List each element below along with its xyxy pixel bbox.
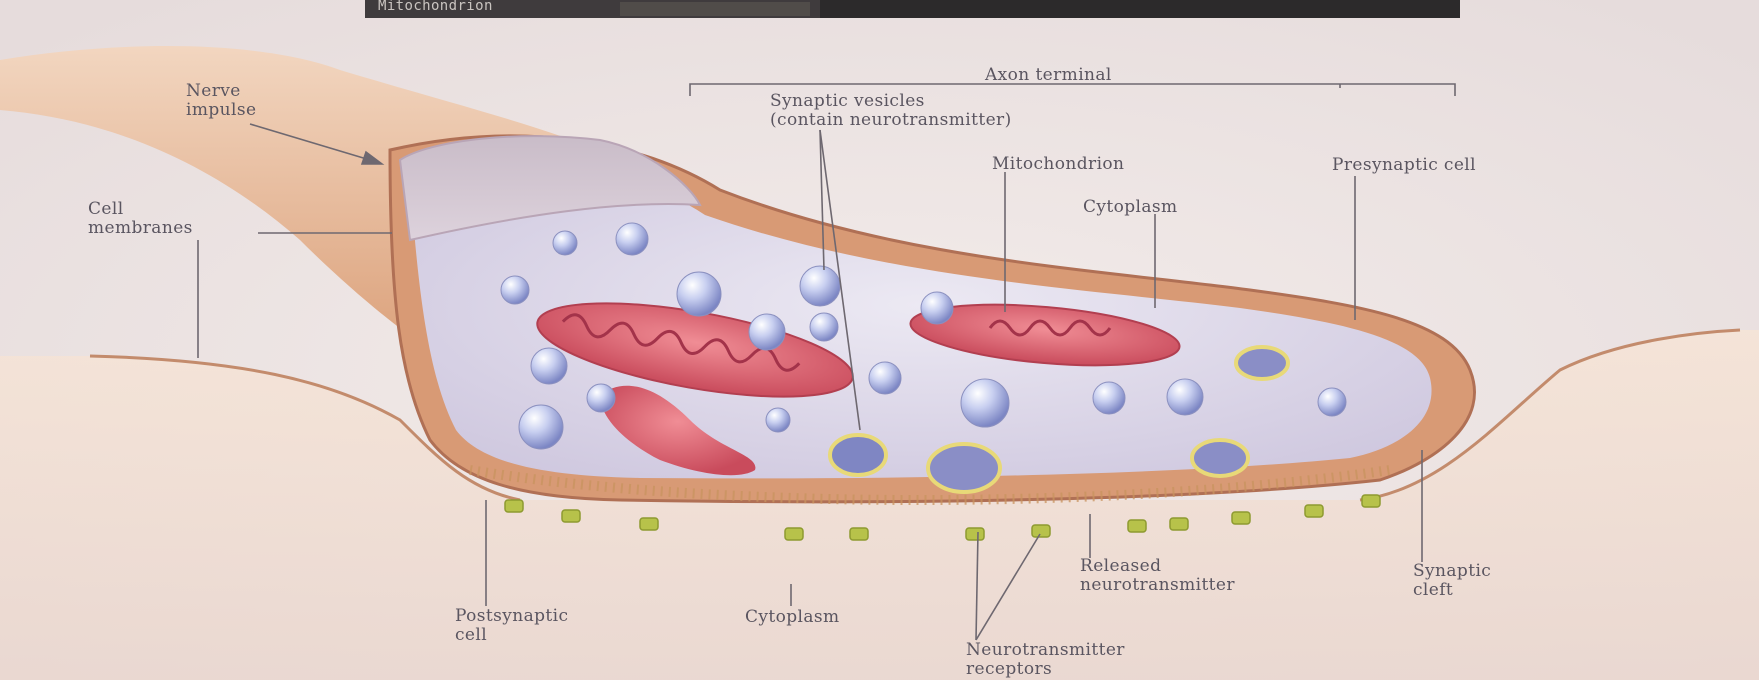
- label-cell-membranes: Cell membranes: [88, 200, 193, 238]
- label-synaptic-vesicles: Synaptic vesicles (contain neurotransmit…: [770, 92, 1012, 130]
- top-strip-caption: Mitochondrion: [378, 0, 493, 16]
- label-nerve-impulse: Nerve impulse: [186, 82, 256, 120]
- label-postsynaptic-cell: Postsynaptic cell: [455, 607, 568, 645]
- top-photo-strip: [365, 0, 1460, 18]
- label-neurotransmitter-receptors: Neurotransmitter receptors: [966, 641, 1125, 679]
- label-axon-terminal: Axon terminal: [985, 66, 1112, 85]
- label-synaptic-cleft: Synaptic cleft: [1413, 562, 1491, 600]
- label-mitochondrion: Mitochondrion: [992, 155, 1124, 174]
- label-released-neurotransmitter: Released neurotransmitter: [1080, 557, 1235, 595]
- label-presynaptic-cell: Presynaptic cell: [1332, 156, 1476, 175]
- label-cytoplasm-top: Cytoplasm: [1083, 198, 1178, 217]
- label-cytoplasm-bottom: Cytoplasm: [745, 608, 840, 627]
